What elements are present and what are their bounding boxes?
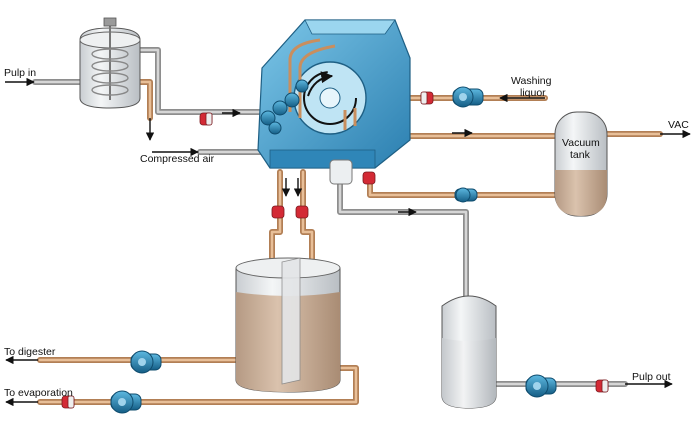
- drum-washer-icon: [257, 19, 411, 185]
- pulp-out-label: Pulp out: [632, 371, 671, 383]
- washing-liquor-label-line2: liquor: [520, 87, 546, 99]
- washer-nozzles: [260, 79, 309, 135]
- washer-internal-pipes: [288, 38, 357, 130]
- vacuum-tank-label-line1: Vacuum: [562, 137, 600, 149]
- labels: Pulp in Compressed air Washing liquor VA…: [4, 67, 689, 399]
- to-evaporation-label: To evaporation: [4, 387, 73, 399]
- valve-icon: [362, 171, 376, 185]
- washing-liquor-label-line1: Washing: [511, 75, 552, 87]
- spiral-screw: [91, 48, 129, 96]
- compressed-air-label: Compressed air: [140, 153, 215, 165]
- pump-washing-liquor: [452, 86, 484, 108]
- flow-arrows: [5, 77, 691, 407]
- vacuum-tank-label-line2: tank: [570, 149, 591, 161]
- pump-pulp-out: [525, 374, 557, 398]
- mixing-tank-icon: [79, 17, 141, 109]
- vacuum-tank: [554, 111, 608, 217]
- to-digester-label: To digester: [4, 346, 56, 358]
- valves: [61, 91, 609, 409]
- valve-icon: [595, 379, 609, 393]
- vac-label: VAC: [668, 119, 689, 131]
- pump-to-digester: [130, 350, 162, 374]
- valve-icon: [61, 395, 75, 409]
- valve-icon: [420, 91, 434, 105]
- filtrate-tank: [235, 257, 341, 393]
- valve-icon: [271, 205, 285, 219]
- pump-to-evaporation: [110, 390, 142, 414]
- pump-vacuum-return: [454, 187, 478, 203]
- pulp-silo: [441, 295, 497, 409]
- valve-icon: [199, 112, 213, 126]
- valve-icon: [295, 205, 309, 219]
- pulp-in-label: Pulp in: [4, 67, 36, 79]
